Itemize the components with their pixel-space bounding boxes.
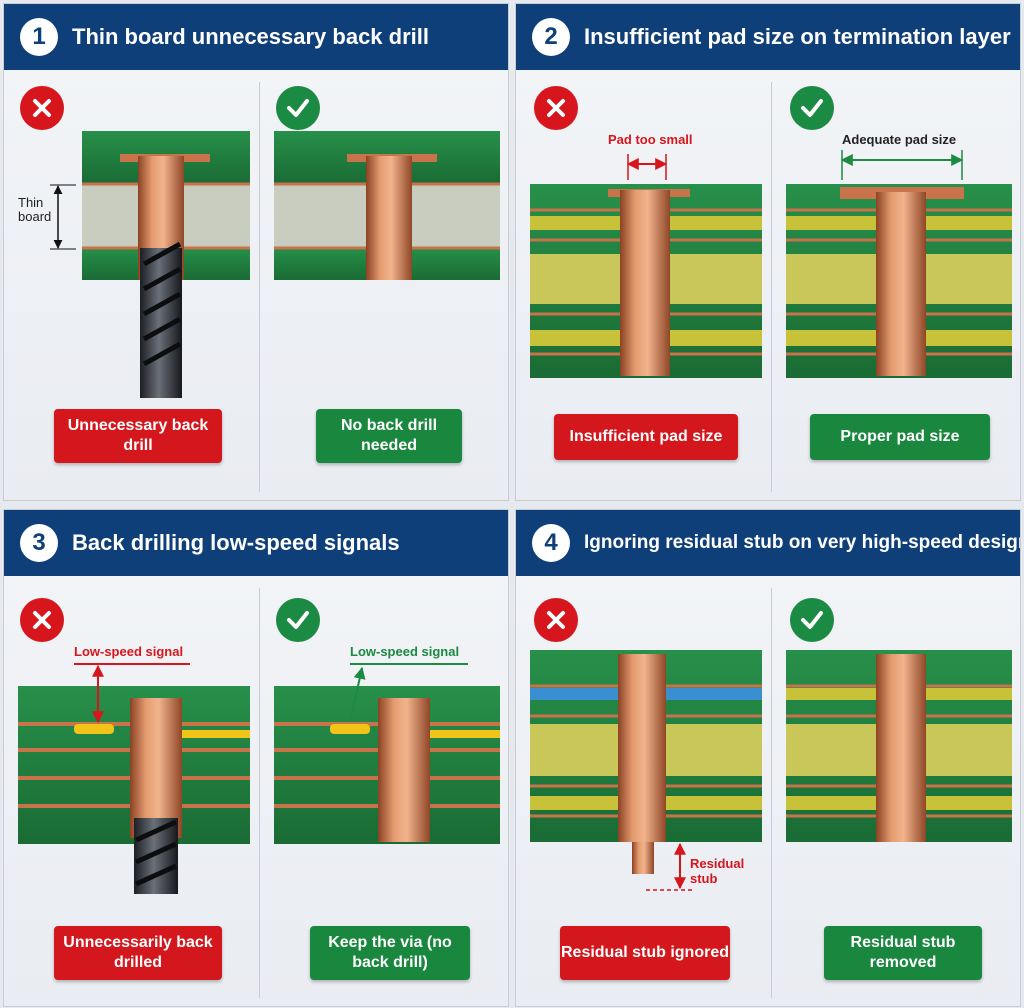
x-mark-icon [534,598,578,642]
panel-number: 3 [20,524,58,562]
panel-residual-stub: 4 Ignoring residual stub on very high-sp… [515,509,1021,1007]
panel-title: Insufficient pad size on termination lay… [584,24,1011,49]
panel-header: 4 Ignoring residual stub on very high-sp… [516,510,1020,576]
bad-practice-label: Residual stub ignored [560,926,730,980]
low-speed-signal-annotation: Low-speed signal [350,644,460,659]
panel-header: 3 Back drilling low-speed signals [4,510,508,576]
panel-title: Ignoring residual stub on very high-spee… [584,532,1021,553]
x-mark-icon [534,86,578,130]
x-mark-icon [20,86,64,130]
panel-title: Thin board unnecessary back drill [72,24,429,49]
good-practice-label: Proper pad size [810,414,990,460]
adequate-pad-annotation: Adequate pad size [842,132,957,147]
panel-number: 1 [20,18,58,56]
pcb-illustration [18,663,500,894]
bad-practice-label: Unnecessary back drill [54,409,222,463]
pad-too-small-annotation: Pad too small [608,132,693,147]
pcb-illustration [530,150,1012,378]
x-mark-icon [20,598,64,642]
residual-stub [632,842,654,874]
panel-number: 2 [532,18,570,56]
check-mark-icon [790,598,834,642]
panel-number: 4 [532,524,570,562]
panel-header: 2 Insufficient pad size on termination l… [516,4,1020,70]
divider [771,588,772,998]
check-mark-icon [276,598,320,642]
thin-board-annotation: Thin board [18,195,52,224]
good-practice-label: Keep the via (no back drill) [310,926,470,980]
panel-header: 1 Thin board unnecessary back drill [4,4,508,70]
good-practice-label: Residual stub removed [824,926,982,980]
residual-stub-annotation: Residual stub [690,856,745,886]
pcb-illustration [530,650,1012,891]
divider [259,588,260,998]
panel-title: Back drilling low-speed signals [72,530,400,555]
divider [771,82,772,492]
low-speed-signal-annotation: Low-speed signal [74,644,184,659]
bad-practice-label: Unnecessarily back drilled [54,926,222,980]
check-mark-icon [276,86,320,130]
check-mark-icon [790,86,834,130]
pcb-illustration [50,131,500,398]
panel-thin-board: 1 Thin board unnecessary back drill Thin… [3,3,509,501]
panel-pad-size: 2 Insufficient pad size on termination l… [515,3,1021,501]
panel-low-speed: 3 Back drilling low-speed signals [3,509,509,1007]
divider [259,82,260,492]
bad-practice-label: Insufficient pad size [554,414,738,460]
good-practice-label: No back drill needed [316,409,462,463]
